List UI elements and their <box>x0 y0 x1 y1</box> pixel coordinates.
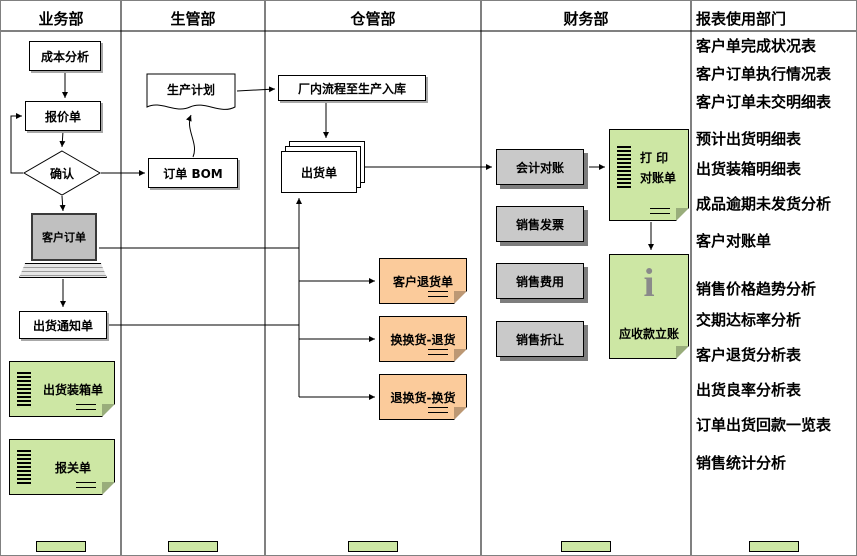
lane-header-business: 业务部 <box>38 10 84 28</box>
lane-header-finance: 财务部 <box>563 10 609 28</box>
connector-confirm-loop-quote <box>10 113 23 174</box>
sales-allowance-box[interactable]: 销售折让 <box>496 321 584 357</box>
customer-return-label: 客户退货单 <box>392 274 453 289</box>
barcode-icon <box>17 372 31 408</box>
sales-invoice-box[interactable]: 销售发票 <box>496 206 584 242</box>
report-item: 客户单完成状况表 <box>696 37 817 55</box>
order-bom-box[interactable]: 订单 BOM <box>148 158 238 188</box>
print-statement-label: 打 印 对账单 <box>640 148 676 189</box>
report-item: 销售价格趋势分析 <box>696 280 817 298</box>
lane-footer-marker <box>36 541 86 552</box>
report-item: 预计出货明细表 <box>696 130 802 148</box>
exchange-return-label: 换换货-退货 <box>390 332 456 347</box>
print-line2: 对账单 <box>640 171 677 186</box>
report-item: 成品逾期未发货分析 <box>696 195 832 213</box>
report-item: 出货装箱明细表 <box>696 160 802 178</box>
production-plan-label: 生产计划 <box>166 83 215 97</box>
shipping-order-label: 出货单 <box>300 165 337 180</box>
receivables-label: 应收款立账 <box>618 327 679 341</box>
sales-expense-label: 销售费用 <box>515 274 564 289</box>
document-shape-icon <box>146 73 236 110</box>
lane-footer-marker <box>168 541 218 552</box>
cost-analysis-label: 成本分析 <box>40 49 89 64</box>
cost-analysis-box[interactable]: 成本分析 <box>29 41 101 71</box>
accounting-recon-label: 会计对账 <box>515 160 564 175</box>
connector-plan-to-factory <box>236 86 276 93</box>
signature-lines-icon <box>76 482 96 488</box>
print-statement-note[interactable]: 打 印 对账单 <box>609 129 689 221</box>
lane-header-reports: 报表使用部门 <box>696 10 787 28</box>
quotation-label: 报价单 <box>44 109 81 124</box>
diamond-shape-icon <box>23 150 101 196</box>
barcode-icon <box>17 450 31 486</box>
confirm-label: 确认 <box>49 166 74 181</box>
paper-sheet-front: 出货单 <box>281 151 357 193</box>
sales-invoice-label: 销售发票 <box>515 217 564 232</box>
report-item: 客户订单未交明细表 <box>696 93 832 111</box>
lane-footer-marker <box>348 541 398 552</box>
info-icon: i <box>643 260 655 305</box>
return-exchange-label: 退换货-换货 <box>390 390 456 405</box>
lane-header-production: 生管部 <box>170 10 216 28</box>
signature-lines-icon <box>428 291 448 297</box>
report-item: 交期达标率分析 <box>696 311 802 329</box>
factory-flow-label: 厂内流程至生产入库 <box>297 81 406 96</box>
connector-bom-to-plan <box>185 114 195 158</box>
shipping-notice-box[interactable]: 出货通知单 <box>19 311 107 339</box>
report-item: 客户对账单 <box>696 232 772 250</box>
report-item: 客户订单执行情况表 <box>696 65 832 83</box>
monitor-screen: 客户订单 <box>31 213 97 261</box>
sales-allowance-label: 销售折让 <box>515 332 564 347</box>
signature-lines-icon <box>650 208 670 214</box>
factory-flow-box[interactable]: 厂内流程至生产入库 <box>278 75 426 101</box>
report-item: 订单出货回款一览表 <box>696 416 832 434</box>
print-line1: 打 印 <box>640 151 669 165</box>
report-item: 客户退货分析表 <box>696 346 802 364</box>
exchange-return-note[interactable]: 换换货-退货 <box>379 316 467 362</box>
production-plan-doc[interactable]: 生产计划 <box>146 73 236 117</box>
order-bom-label: 订单 BOM <box>163 166 223 181</box>
sales-expense-box[interactable]: 销售费用 <box>496 263 584 299</box>
quotation-box[interactable]: 报价单 <box>25 101 101 131</box>
lane-footer-marker <box>749 541 799 552</box>
packing-list-label: 出货装箱单 <box>42 382 103 397</box>
accounting-recon-box[interactable]: 会计对账 <box>496 149 584 185</box>
report-item: 出货良率分析表 <box>696 381 802 399</box>
keyboard-icon <box>19 263 107 278</box>
customs-declaration-label: 报关单 <box>54 460 91 475</box>
customer-return-note[interactable]: 客户退货单 <box>379 258 467 304</box>
customs-declaration-note[interactable]: 报关单 <box>9 439 115 495</box>
connector-confirm-to-order <box>59 195 66 212</box>
packing-list-note[interactable]: 出货装箱单 <box>9 361 115 417</box>
confirm-decision[interactable]: 确认 <box>23 150 101 196</box>
barcode-icon <box>617 146 631 190</box>
signature-lines-icon <box>428 349 448 355</box>
shipping-order-doc[interactable]: 出货单 <box>281 141 367 195</box>
report-item: 销售统计分析 <box>696 454 787 472</box>
customer-order-terminal[interactable]: 客户订单 <box>19 213 109 281</box>
lane-header-warehouse: 仓管部 <box>350 10 396 28</box>
customer-order-label: 客户订单 <box>42 231 86 244</box>
signature-lines-icon <box>76 404 96 410</box>
return-exchange-note[interactable]: 退换货-换货 <box>379 374 467 420</box>
shipping-notice-label: 出货通知单 <box>32 318 93 333</box>
receivables-note[interactable]: i 应收款立账 <box>609 254 689 359</box>
signature-lines-icon <box>428 407 448 413</box>
connector-quote-to-confirm <box>59 130 66 148</box>
lane-footer-marker <box>561 541 611 552</box>
